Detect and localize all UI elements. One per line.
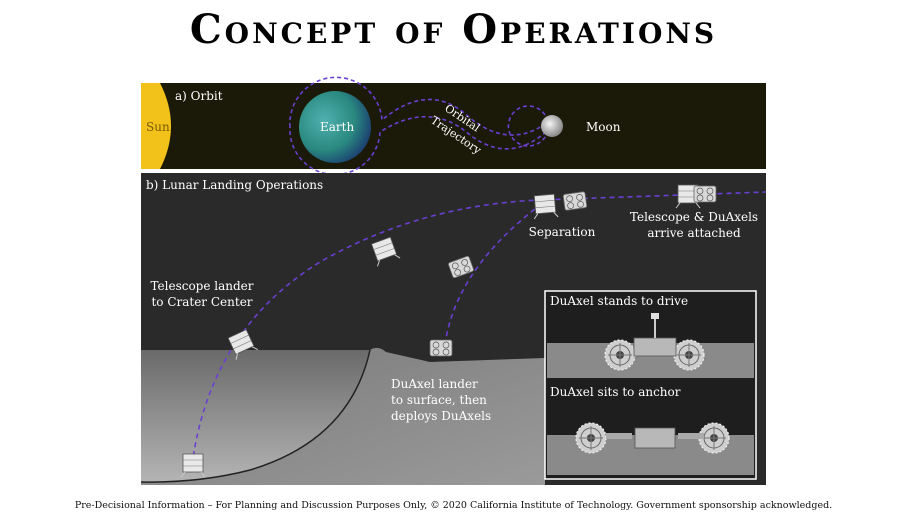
duaxel-lander-landed bbox=[429, 339, 453, 357]
duaxel-lander-label-line3: deploys DuAxels bbox=[391, 409, 491, 423]
drive-right-wheel bbox=[673, 339, 705, 371]
arrive-label-line2: arrive attached bbox=[647, 226, 741, 240]
arrive-label-line1: Telescope & DuAxels bbox=[630, 210, 758, 224]
duaxel-trajectory bbox=[444, 204, 541, 346]
orbit-panel-background bbox=[141, 83, 766, 169]
duaxel-drive-rover bbox=[604, 313, 705, 371]
footer-disclaimer: Pre-Decisional Information – For Plannin… bbox=[74, 500, 833, 511]
crater bbox=[141, 350, 370, 483]
landing-panel: b) Lunar Landing Operations Telescope la… bbox=[140, 173, 767, 485]
telescope-lander-label-line1: Telescope lander bbox=[150, 279, 253, 293]
duaxel-inset: DuAxel stands to drive DuAxel sits to an… bbox=[544, 290, 757, 480]
anchor-left-arm bbox=[606, 433, 632, 439]
duaxel-lander-separated bbox=[562, 191, 588, 211]
telescope-trajectory bbox=[191, 191, 767, 466]
earth-label: Earth bbox=[320, 120, 354, 134]
telescope-lander-label-line2: to Crater Center bbox=[151, 295, 252, 309]
orbit-panel-label: a) Orbit bbox=[175, 89, 223, 103]
anchor-right-arm bbox=[678, 433, 704, 439]
crater-rim-line bbox=[140, 349, 371, 483]
moon-shape bbox=[541, 115, 563, 137]
inset-drive-label: DuAxel stands to drive bbox=[550, 294, 688, 308]
orbital-trajectory bbox=[289, 76, 550, 176]
duaxel-anchor-rover bbox=[575, 422, 730, 454]
anchor-chassis bbox=[634, 427, 676, 449]
sun-label: Sun bbox=[146, 120, 170, 134]
drive-left-wheel bbox=[604, 339, 636, 371]
drive-mast-head bbox=[651, 313, 659, 319]
landing-panel-label: b) Lunar Landing Operations bbox=[146, 178, 323, 192]
earth-shape bbox=[299, 91, 371, 163]
drive-chassis bbox=[633, 337, 677, 357]
orbit-panel: Sun a) Orbit Earth Orbital Trajectory Mo… bbox=[141, 76, 766, 176]
duaxel-lander-label-line2: to surface, then bbox=[391, 393, 487, 407]
inset-anchor-label: DuAxel sits to anchor bbox=[550, 385, 681, 399]
anchor-left-wheel bbox=[575, 422, 607, 454]
moon-label: Moon bbox=[586, 120, 621, 134]
page-title: Concept of Operations bbox=[189, 6, 718, 53]
separation-label: Separation bbox=[529, 225, 596, 239]
sun-shape bbox=[141, 83, 171, 169]
attached-duaxels bbox=[693, 185, 717, 203]
duaxel-lander-label-line1: DuAxel lander bbox=[391, 377, 478, 391]
